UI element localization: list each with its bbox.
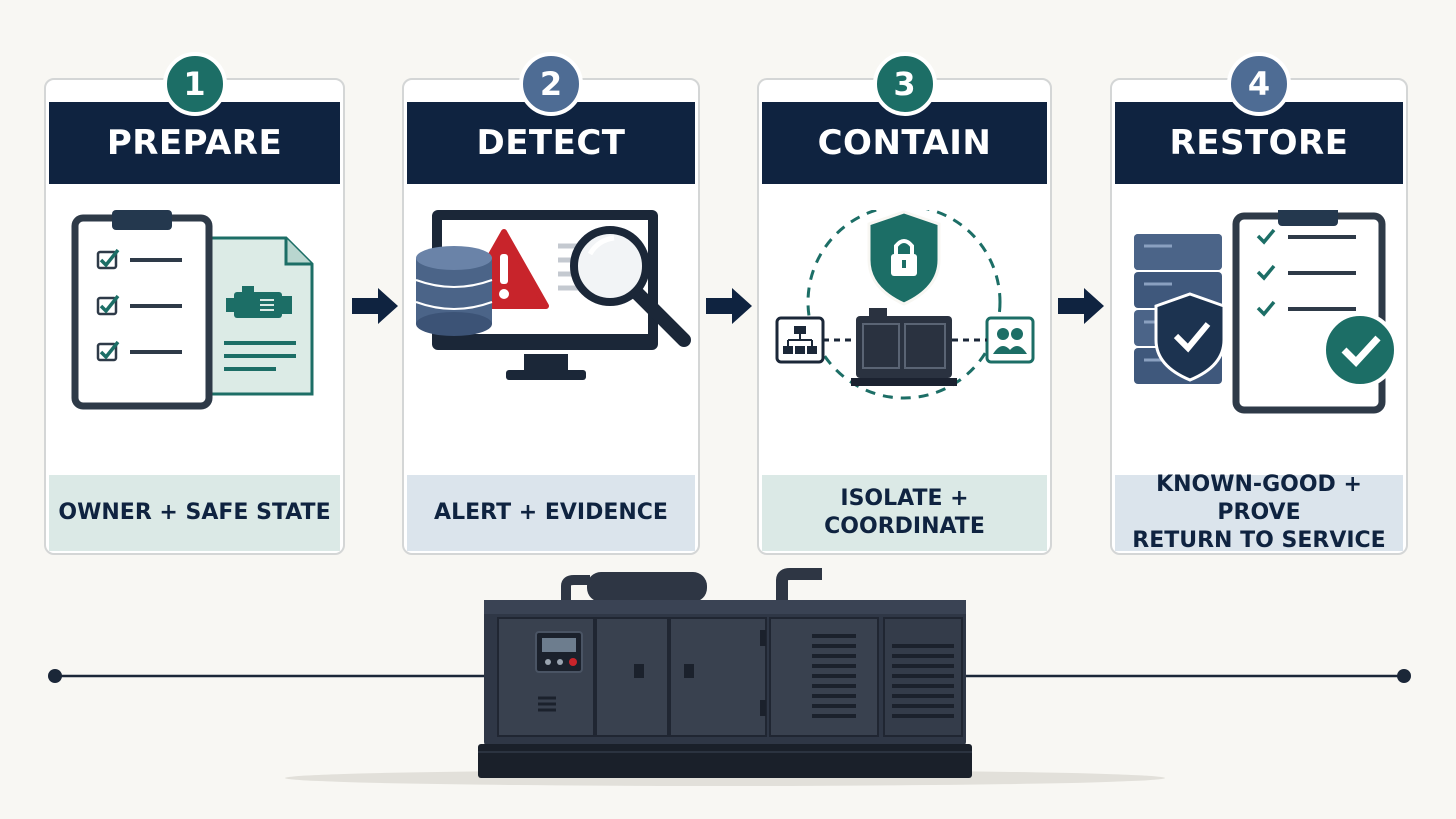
arrow-right-icon [706,288,752,324]
step-card-contain: 3 CONTAIN ISOLATE + COORDINATE [757,52,1052,555]
step-number-badge: 2 [519,52,583,116]
step-number-badge: 4 [1227,52,1291,116]
step-number-badge: 1 [162,52,227,116]
checklist-document-icon [71,210,314,410]
step-card-restore: 4 RESTORE KNOWN-GOOD + PROVE RETURN TO S… [1110,52,1408,555]
step-card-detect: 2 DETECT ALERT + EVIDENCE [402,52,700,555]
timeline-end-dot [1397,669,1411,683]
step-caption: ISOLATE + COORDINATE [762,475,1047,551]
monitor-alert-icon [415,210,691,380]
generator-icon [478,568,972,778]
step-caption: KNOWN-GOOD + PROVE RETURN TO SERVICE [1115,472,1403,553]
step-caption: OWNER + SAFE STATE [49,475,340,551]
timeline-start-dot [48,669,62,683]
step-number-badge: 3 [872,52,937,116]
step-title: RESTORE [1115,102,1403,184]
step-caption: ALERT + EVIDENCE [407,475,695,551]
generator-timeline [48,568,1411,786]
arrow-right-icon [352,288,398,324]
isolation-ring-icon [775,210,1035,400]
server-checklist-icon [1134,210,1398,414]
arrow-right-icon [1058,288,1104,324]
step-card-prepare: 1 PREPARE OWNER + SAFE STATE [44,52,345,555]
